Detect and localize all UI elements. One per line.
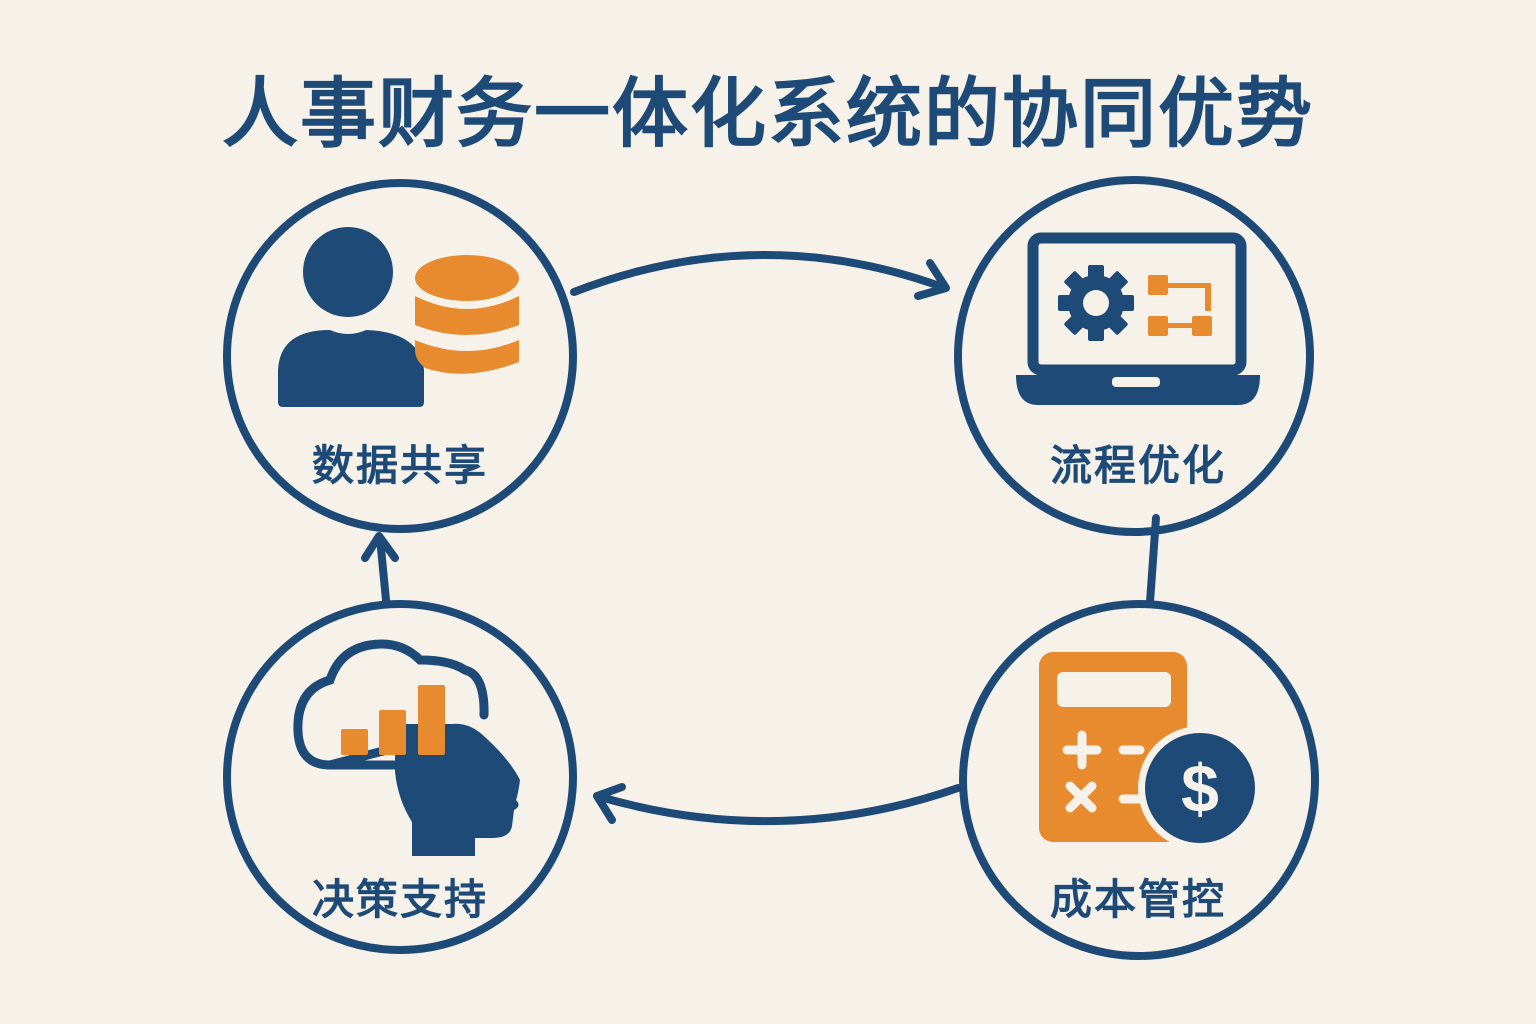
arrowhead-icon (914, 259, 950, 300)
node-circle-decision-support (223, 600, 577, 954)
node-circle-cost-control (959, 600, 1319, 960)
dollar-icon: $ (1181, 751, 1219, 827)
node-label-data-sharing: 数据共享 (311, 441, 488, 490)
arrow-decision-to-data (376, 534, 390, 604)
arrowhead-icon (361, 532, 399, 562)
node-circle-data-sharing (223, 179, 577, 533)
person-database-icon (278, 227, 519, 407)
node-circle-process-optimization (954, 176, 1314, 536)
arrowhead-icon (593, 783, 626, 824)
arrow-cost-to-decision (593, 784, 962, 826)
cloud-chart-head-icon (293, 639, 520, 856)
node-label-decision-support: 决策支持 (311, 875, 488, 924)
arrow-data-to-process (570, 251, 949, 296)
laptop-gear-flow-icon (1016, 232, 1260, 405)
page-title: 人事财务一体化系统的协同优势 (222, 69, 1314, 158)
node-label-process-optimization: 流程优化 (1049, 441, 1226, 490)
node-label-cost-control: 成本管控 (1049, 875, 1226, 924)
calculator-dollar-icon: $ (1039, 652, 1262, 850)
